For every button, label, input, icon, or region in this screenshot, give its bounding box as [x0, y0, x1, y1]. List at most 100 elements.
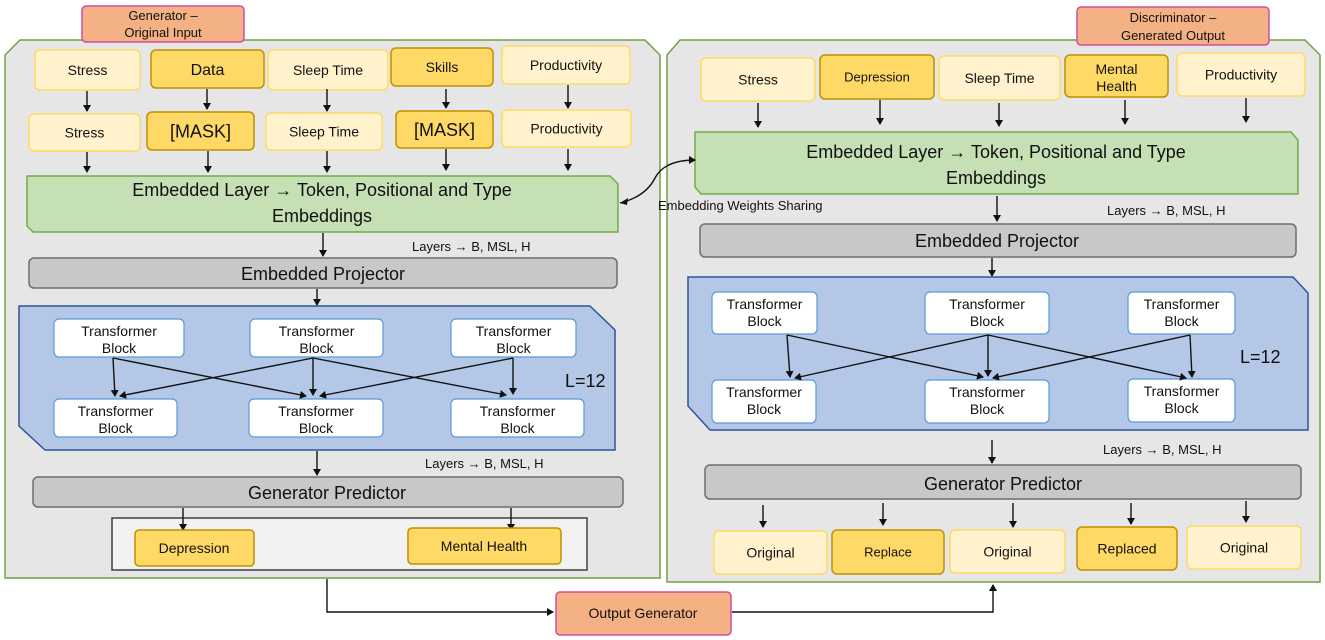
- discriminator-input-token-box: [700, 57, 816, 102]
- discriminator-embedded-layer-line2: Embeddings: [946, 168, 1046, 188]
- generator-layer-count: L=12: [565, 371, 606, 391]
- discriminator-embedded-projector-label: Embedded Projector: [915, 231, 1079, 251]
- discriminator-output-arrows: [759, 501, 1250, 528]
- generator-transformer-block-line1: Transformer: [278, 403, 354, 419]
- generator-masked-tokens: Stress[MASK]Sleep Time[MASK]Productivity: [28, 109, 632, 152]
- generator-embedded-layer-line2: Embeddings: [272, 206, 372, 226]
- generator-transformer-block-line2: Block: [299, 420, 334, 436]
- generator-layers-note-1: Layers → B, MSL, H: [412, 239, 530, 254]
- discriminator-output-token-label: Original: [983, 544, 1031, 560]
- generator-transformer-block-line1: Transformer: [476, 323, 552, 339]
- generator-predictor-label: Generator Predictor: [248, 483, 406, 503]
- generator-input-token-box: [501, 45, 631, 85]
- discriminator-input-token: Sleep Time: [938, 55, 1061, 101]
- generator-input-arrows: [83, 85, 572, 112]
- generator-masked-token: [MASK]: [146, 111, 255, 151]
- discriminator-layers-note-1: Layers → B, MSL, H: [1107, 203, 1225, 218]
- generator-transformer-block-line2: Block: [98, 420, 133, 436]
- discriminator-transformer-block-line1: Transformer: [1144, 383, 1220, 399]
- discriminator-output-token-box: [1186, 525, 1302, 570]
- generator-input-token-box: [34, 49, 141, 91]
- generator-title-line1: Generator –: [128, 8, 198, 23]
- generator-input-token-label: Data: [191, 62, 225, 79]
- discriminator-output-token-label: Original: [746, 545, 794, 561]
- discriminator-predictor: Generator Predictor: [704, 464, 1302, 500]
- generator-input-token-label: Sleep Time: [293, 62, 363, 78]
- generator-output-depression-label: Depression: [159, 540, 230, 556]
- discriminator-transformer-block-line2: Block: [747, 313, 782, 329]
- discriminator-output-token-label: Replace: [864, 545, 912, 560]
- generator-input-token-label: Productivity: [530, 57, 602, 73]
- discriminator-output-token-box: [1076, 526, 1178, 571]
- generator-mask-arrows: [83, 149, 572, 173]
- discriminator-transformer-block-line1: Transformer: [726, 384, 802, 400]
- discriminator-input-token-box: [1176, 52, 1306, 97]
- generator-title-line2: Original Input: [124, 25, 202, 40]
- generator-embedded-layer-line1: Embedded Layer → Token, Positional and T…: [132, 180, 512, 200]
- generator-layers-note-2: Layers → B, MSL, H: [425, 456, 543, 471]
- generator-input-token-label: Stress: [68, 62, 108, 78]
- generator-input-token: Productivity: [501, 45, 631, 85]
- discriminator-input-token-label: Stress: [738, 72, 778, 88]
- generator-transformer-block-line1: Transformer: [81, 323, 157, 339]
- discriminator-transformer-stack: TransformerBlockTransformerBlockTransfor…: [687, 276, 1309, 431]
- discriminator-transformer-block-line1: Transformer: [1144, 296, 1220, 312]
- discriminator-outputs: Original Replace Original Replaced Original: [713, 525, 1302, 575]
- discriminator-transformer-block-line2: Block: [1164, 400, 1199, 416]
- discriminator-transformer-block-line2: Block: [1164, 313, 1199, 329]
- generator-masked-token-box: [395, 110, 494, 149]
- discriminator-output-token-box: [831, 529, 945, 575]
- discriminator-output-token-label: Replaced: [1097, 541, 1156, 557]
- generator-masked-token-label: [MASK]: [414, 120, 475, 140]
- generator-input-token-box: [390, 47, 494, 87]
- output-generator-label: Output Generator: [589, 605, 698, 621]
- discriminator-transformer-block-line2: Block: [747, 401, 782, 417]
- generator-input-token-box: [150, 49, 265, 89]
- discriminator-embedded-layer-line1: Embedded Layer → Token, Positional and T…: [806, 142, 1186, 162]
- generator-transformer-block-line2: Block: [496, 340, 531, 356]
- generator-transformer-block-line1: Transformer: [78, 403, 154, 419]
- generator-output-mental-health-label: Mental Health: [441, 538, 527, 554]
- discriminator-input-token-box: [938, 55, 1061, 101]
- discriminator-transformer-block-line1: Transformer: [949, 384, 1025, 400]
- output-generator-box: [555, 591, 732, 636]
- discriminator-input-token: Productivity: [1176, 52, 1306, 97]
- generator-input-token: Stress: [34, 49, 141, 91]
- output-generator-flow: Output Generator: [326, 579, 997, 636]
- generator-transformer-block-line2: Block: [102, 340, 137, 356]
- generator-input-tokens: Stress Data Sleep Time Skills Productivity: [34, 45, 631, 91]
- generator-transformer-stack: TransformerBlockTransformerBlockTransfor…: [18, 305, 616, 451]
- discriminator-title-line2: Generated Output: [1121, 28, 1225, 43]
- discriminator-embedded-projector: Embedded Projector: [699, 223, 1297, 258]
- generator-masked-token-box: [28, 113, 141, 152]
- generator-input-token-box: [267, 49, 389, 91]
- generator-transformer-connections: [110, 357, 517, 399]
- generator-output-depression: [134, 529, 255, 567]
- discriminator-input-token-label: Depression: [844, 70, 910, 85]
- discriminator-title-line1: Discriminator –: [1130, 10, 1217, 25]
- discriminator-output-token: Replaced: [1076, 526, 1178, 571]
- generator-input-token: Sleep Time: [267, 49, 389, 91]
- generator-transformer-block-line2: Block: [299, 340, 334, 356]
- discriminator-input-token-label: Sleep Time: [964, 70, 1034, 86]
- discriminator-transformer-block-line2: Block: [970, 313, 1005, 329]
- generator-predictor: Generator Predictor: [32, 476, 624, 508]
- discriminator-layer-count: L=12: [1240, 347, 1281, 367]
- discriminator-output-token: Original: [1186, 525, 1302, 570]
- generator-masked-token: Stress: [28, 113, 141, 152]
- generator-input-token: Data: [150, 49, 265, 89]
- generator-title: Generator – Original Input: [81, 5, 245, 43]
- generator-input-token: Skills: [390, 47, 494, 87]
- discriminator-embedded-layer: Embedded Layer → Token, Positional and T…: [694, 131, 1299, 195]
- generator-masked-token-label: Stress: [65, 125, 105, 141]
- discriminator-panel: Discriminator – Generated Output Stress D…: [666, 6, 1321, 583]
